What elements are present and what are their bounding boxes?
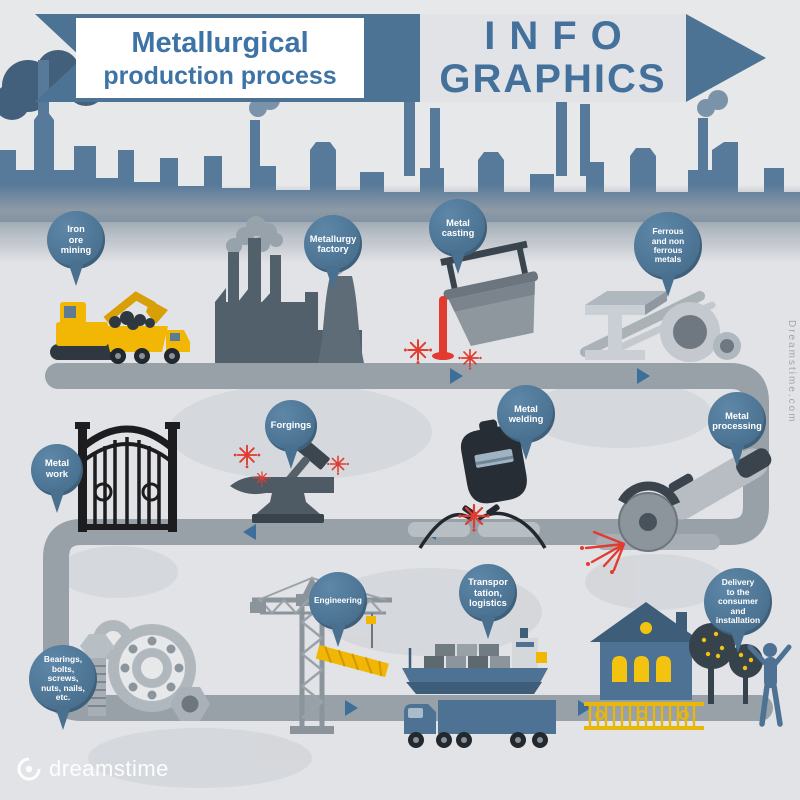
pin-metal-processing: Metal processing (708, 392, 766, 467)
pin-label: Bearings, bolts, screws, nuts, nails, et… (41, 654, 85, 703)
flow-arrow-icon (450, 368, 463, 384)
pin-label: Forgings (270, 419, 312, 431)
pin-bubble: Iron ore mining (47, 211, 105, 269)
world-map (58, 380, 725, 788)
pin-label: Metal work (44, 458, 70, 480)
iron-ore-mining-art (50, 291, 190, 364)
pin-label: Metallurgy factory (309, 233, 357, 254)
pin-delivery: Delivery to the consumer and installatio… (704, 568, 772, 653)
yellow-fence (584, 702, 704, 730)
pin-metallurgy-factory: Metallurgy factory (304, 215, 362, 290)
pin-tail-icon (660, 273, 676, 297)
pin-tail-icon (730, 629, 746, 653)
fasteners-art (80, 620, 210, 721)
transportation-art (402, 628, 556, 748)
pin-bubble: Metal work (31, 444, 83, 496)
flow-arrow-icon (345, 700, 358, 716)
pin-ferrous-metals: Ferrous and non ferrous metals (634, 212, 702, 297)
title-box: Metallurgical production process (76, 18, 364, 98)
pin-label: Iron ore mining (60, 224, 92, 256)
pin-iron-ore-mining: Iron ore mining (47, 211, 105, 286)
pin-bubble: Bearings, bolts, screws, nuts, nails, et… (29, 645, 97, 713)
flow-arrow-icon (578, 700, 591, 716)
pin-tail-icon (49, 489, 65, 513)
pin-engineering: Engineering (309, 572, 367, 647)
pin-label: Ferrous and non ferrous metals (651, 226, 685, 265)
pin-transportation: Transpor tation, logistics (459, 564, 517, 639)
pin-tail-icon (283, 445, 299, 469)
pin-fasteners: Bearings, bolts, screws, nuts, nails, et… (29, 645, 97, 730)
metal-welding-art (408, 419, 547, 549)
person-figure (747, 643, 792, 727)
pin-metal-work: Metal work (31, 444, 83, 513)
metal-casting-art (402, 240, 539, 371)
pin-label: Delivery to the consumer and installatio… (715, 577, 761, 626)
pin-bubble: Forgings (265, 400, 317, 452)
pin-tail-icon (330, 623, 346, 647)
brand-line2: GRAPHICS (439, 57, 667, 101)
title-line1: Metallurgical (131, 27, 309, 59)
pin-label: Transpor tation, logistics (468, 577, 508, 609)
pin-tail-icon (729, 443, 745, 467)
pin-bubble: Ferrous and non ferrous metals (634, 212, 702, 280)
pin-metal-casting: Metal casting (429, 199, 487, 274)
title-banner: Metallurgical production process INFO GR… (0, 0, 800, 110)
brand-box: INFO GRAPHICS (420, 14, 686, 102)
pin-bubble: Metallurgy factory (304, 215, 362, 273)
pin-bubble: Engineering (309, 572, 367, 630)
pin-bubble: Metal processing (708, 392, 766, 450)
pin-label: Engineering (314, 595, 362, 606)
dreamstime-logo-icon (17, 757, 41, 781)
metals-art (580, 291, 741, 362)
pin-tail-icon (450, 250, 466, 274)
pin-label: Metal casting (441, 217, 475, 238)
pin-bubble: Transpor tation, logistics (459, 564, 517, 622)
pin-metal-welding: Metal welding (497, 385, 555, 460)
pin-label: Metal processing (712, 410, 762, 431)
pin-tail-icon (480, 615, 496, 639)
pin-tail-icon (325, 266, 341, 290)
pin-forgings: Forgings (265, 400, 317, 469)
title-line2: production process (103, 62, 337, 90)
pin-bubble: Metal welding (497, 385, 555, 443)
watermark-logo-text: dreamstime (49, 756, 169, 781)
watermark-logo: dreamstime (16, 756, 169, 782)
pin-bubble: Delivery to the consumer and installatio… (704, 568, 772, 636)
pin-bubble: Metal casting (429, 199, 487, 257)
watermark-side-text: Dreamstime.com (786, 320, 797, 424)
pin-tail-icon (55, 706, 71, 730)
brand-line1: INFO (484, 14, 636, 58)
pin-label: Metal welding (508, 403, 544, 424)
metal-work-art (75, 422, 180, 532)
flow-arrow-icon (637, 368, 650, 384)
pin-tail-icon (518, 436, 534, 460)
flow-arrow-icon (243, 524, 256, 540)
pin-tail-icon (68, 262, 84, 286)
